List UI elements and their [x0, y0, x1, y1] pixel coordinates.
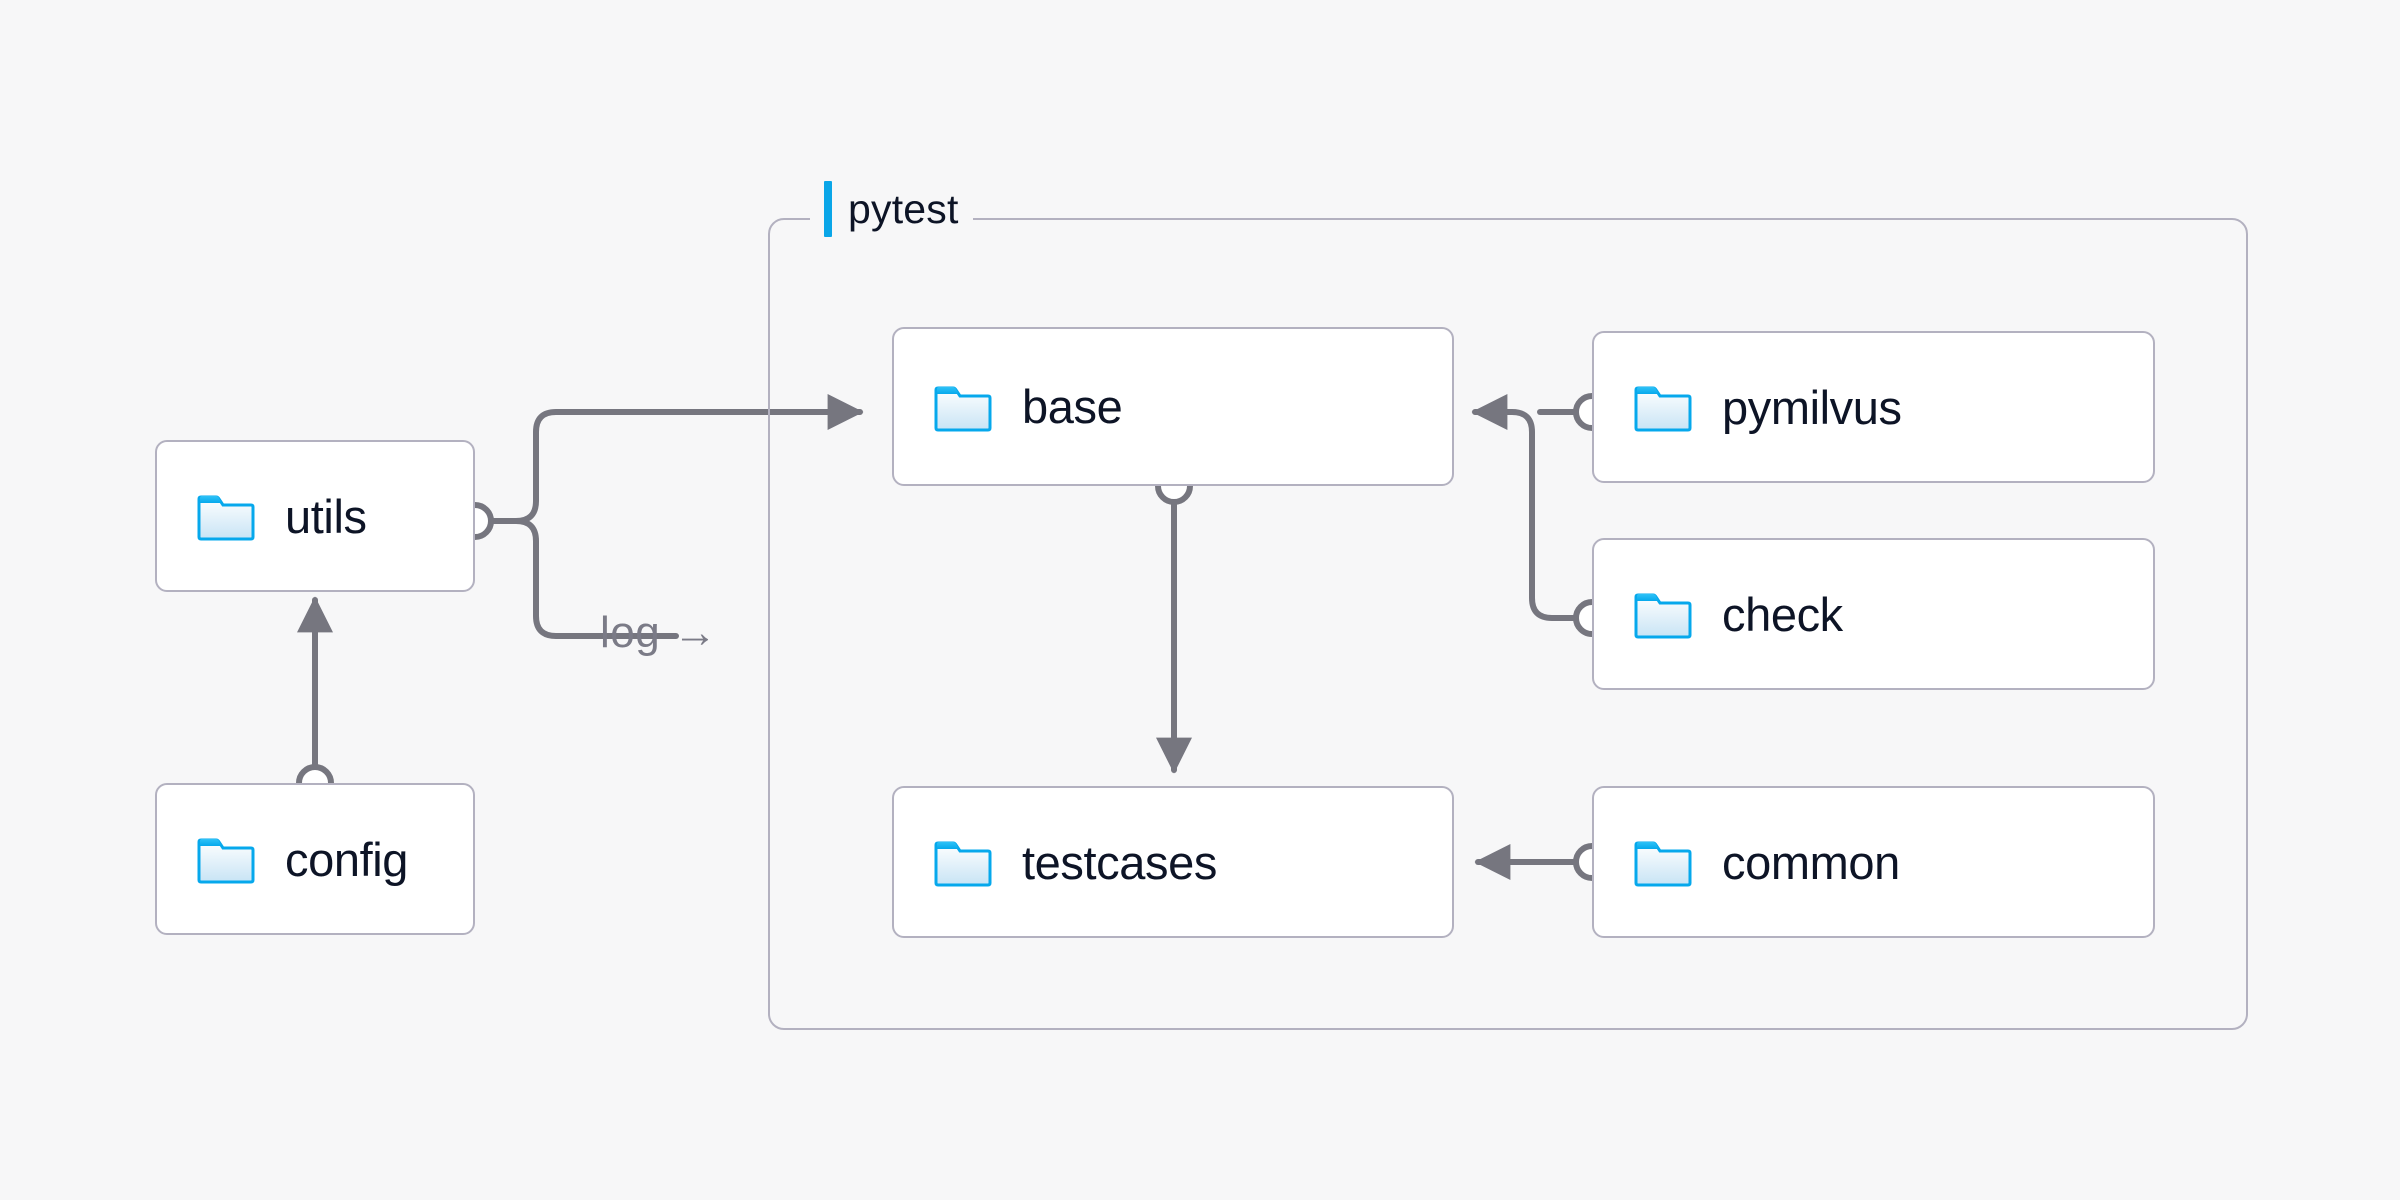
folder-icon	[934, 841, 992, 887]
group-pytest-label: pytest	[810, 181, 973, 237]
folder-icon	[197, 495, 255, 541]
node-pymilvus[interactable]: pymilvus	[1592, 331, 2155, 483]
folder-icon	[197, 838, 255, 884]
group-title-text: pytest	[848, 185, 959, 232]
node-config[interactable]: config	[155, 783, 475, 935]
node-label: pymilvus	[1722, 380, 1902, 434]
folder-icon	[1634, 386, 1692, 432]
node-testcases[interactable]: testcases	[892, 786, 1454, 938]
node-label: utils	[285, 489, 367, 543]
folder-icon	[1634, 841, 1692, 887]
folder-icon	[1634, 593, 1692, 639]
node-check[interactable]: check	[1592, 538, 2155, 690]
folder-icon	[934, 386, 992, 431]
edge-label-log: log →	[600, 608, 718, 657]
node-label: common	[1722, 835, 1900, 889]
node-utils[interactable]: utils	[155, 440, 475, 592]
node-label: base	[1022, 380, 1123, 433]
node-label: config	[285, 832, 409, 886]
node-base[interactable]: base	[892, 327, 1454, 486]
node-label: check	[1722, 587, 1843, 641]
group-pytest-container	[768, 218, 2248, 1030]
accent-bar-icon	[824, 181, 832, 237]
node-label: testcases	[1022, 835, 1217, 889]
node-common[interactable]: common	[1592, 786, 2155, 938]
